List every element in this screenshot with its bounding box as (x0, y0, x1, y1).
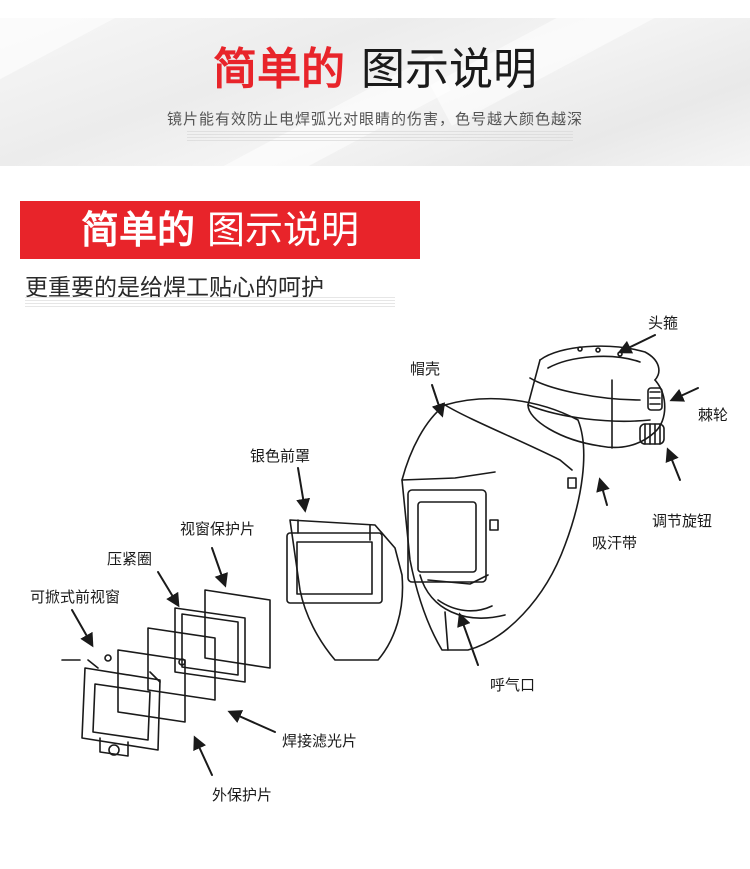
arrow-sweatband (596, 477, 610, 506)
label-outer-protector: 外保护片 (212, 786, 273, 804)
label-breathing-port: 呼气口 (490, 676, 536, 694)
welding-filter-part (147, 627, 216, 701)
tagline-fine-print (25, 297, 395, 309)
arrow-window-protector (211, 547, 228, 588)
arrow-outer-protector (193, 735, 213, 776)
helmet-exploded-diagram (61, 334, 699, 776)
section-title-band: 简单的图示说明 (20, 201, 420, 259)
silver-cover-part (286, 519, 404, 661)
hero-fine-print (187, 131, 573, 141)
label-sweatband: 吸汗带 (592, 534, 638, 552)
label-headband: 头箍 (648, 314, 679, 332)
label-adjust-knob: 调节旋钮 (652, 512, 713, 530)
hero-subtitle: 镜片能有效防止电焊弧光对眼睛的伤害，色号越大颜色越深 (166, 110, 583, 128)
label-ratchet: 棘轮 (698, 406, 729, 424)
helmet-shell-part (401, 397, 585, 651)
section-tagline: 更重要的是给焊工贴心的呵护 (25, 275, 324, 301)
section-title-red: 简单的 (80, 208, 195, 252)
section-title: 简单的图示说明 (20, 201, 420, 259)
label-shell: 帽壳 (410, 360, 441, 378)
label-welding-filter: 焊接滤光片 (282, 732, 358, 750)
label-window-protector: 视窗保护片 (180, 520, 256, 538)
hero-banner: 简单的图示说明 镜片能有效防止电焊弧光对眼睛的伤害，色号越大颜色越深 (0, 18, 750, 166)
ratchet-part (647, 387, 663, 411)
arrow-flip-window (71, 609, 94, 648)
hero-title: 简单的图示说明 (0, 42, 750, 98)
label-flip-front-window: 可掀式前视窗 (30, 588, 121, 606)
label-press-ring: 压紧圈 (107, 550, 153, 568)
arrow-adjust-knob (665, 447, 681, 481)
arrow-press-ring (157, 571, 180, 608)
hero-title-red: 简单的 (213, 44, 345, 95)
arrow-headband (617, 334, 656, 354)
callout-arrows (71, 334, 699, 776)
window-protector-part (204, 589, 271, 669)
flip-window-part (61, 654, 186, 757)
label-silver-cover: 银色前罩 (250, 447, 311, 465)
arrow-silver-cover (296, 467, 311, 513)
outer-protector-part (117, 649, 186, 723)
hero-title-black: 图示说明 (361, 44, 537, 95)
arrow-ratchet (669, 387, 699, 402)
press-ring-part (174, 607, 246, 683)
section-title-white: 图示说明 (207, 208, 360, 252)
adjust-knob-part (639, 423, 665, 445)
arrow-breathing-port (457, 612, 479, 666)
arrow-shell (431, 384, 446, 418)
arrow-welding-filter (227, 710, 276, 733)
